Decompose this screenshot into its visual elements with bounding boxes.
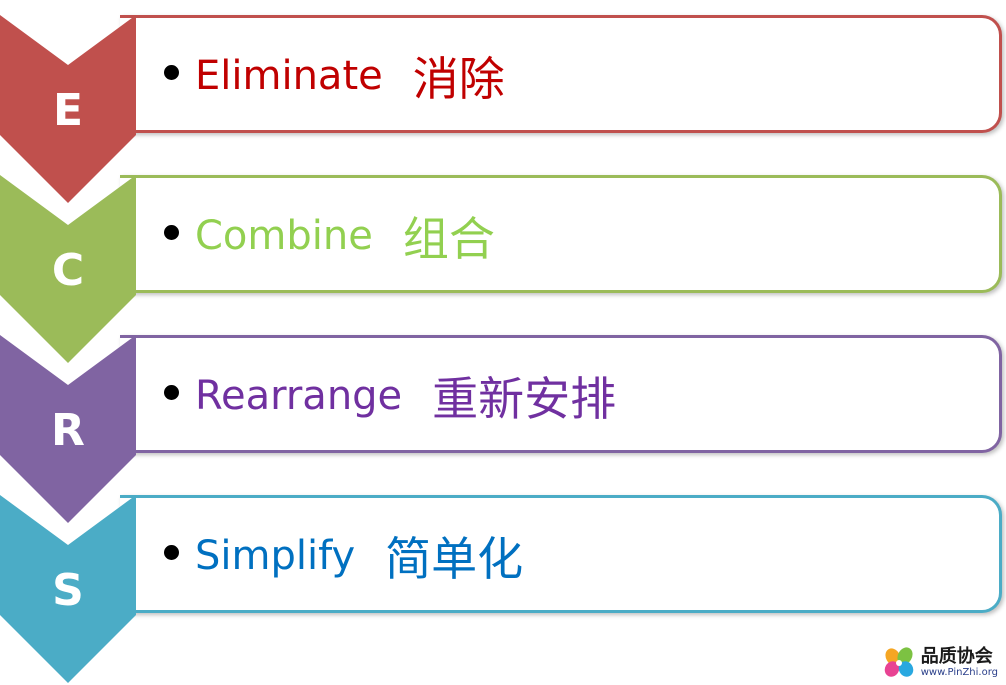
step-simplify-text: Simplify 简单化 xyxy=(164,521,523,591)
bullet-icon xyxy=(164,384,179,400)
step-rearrange-chinese: 重新安排 xyxy=(432,372,617,426)
step-rearrange-letter: R xyxy=(51,405,85,456)
logo-url: www.PinZhi.org xyxy=(920,667,998,678)
step-rearrange: R Rearrange 重新安排 xyxy=(0,335,1006,523)
pinzhi-logo: 品质协会 www.PinZhi.org xyxy=(881,645,998,679)
step-rearrange-text: Rearrange 重新安排 xyxy=(164,361,616,431)
step-combine-chinese: 组合 xyxy=(402,212,495,266)
step-simplify-letter: S xyxy=(52,565,84,616)
step-eliminate: E Eliminate 消除 xyxy=(0,15,1006,203)
step-eliminate-chevron xyxy=(0,15,136,203)
step-combine-letter: C xyxy=(51,245,85,296)
step-simplify-chinese: 简单化 xyxy=(385,532,524,586)
step-eliminate-letter: E xyxy=(52,85,84,136)
bullet-icon xyxy=(164,224,179,240)
step-eliminate-box xyxy=(120,15,1002,133)
step-combine-box xyxy=(120,175,1002,293)
step-rearrange-chevron xyxy=(0,335,136,523)
step-rearrange-box xyxy=(120,335,1002,453)
flower-logo-icon xyxy=(884,647,913,677)
step-simplify-chevron xyxy=(0,495,136,683)
step-combine-english: Combine xyxy=(195,213,373,259)
step-combine-text: Combine 组合 xyxy=(164,201,495,271)
step-eliminate-english: Eliminate xyxy=(195,53,383,99)
step-eliminate-chinese: 消除 xyxy=(412,52,505,106)
bullet-icon xyxy=(164,544,179,560)
step-rearrange-english: Rearrange xyxy=(195,373,403,419)
step-simplify-box xyxy=(120,495,1002,613)
logo-name: 品质协会 xyxy=(920,646,993,667)
step-combine: C Combine 组合 xyxy=(0,175,1006,363)
step-eliminate-text: Eliminate 消除 xyxy=(164,41,505,111)
step-simplify-english: Simplify xyxy=(195,533,356,579)
step-simplify: S Simplify 简单化 xyxy=(0,495,1006,683)
step-combine-chevron xyxy=(0,175,136,363)
bullet-icon xyxy=(164,64,179,80)
